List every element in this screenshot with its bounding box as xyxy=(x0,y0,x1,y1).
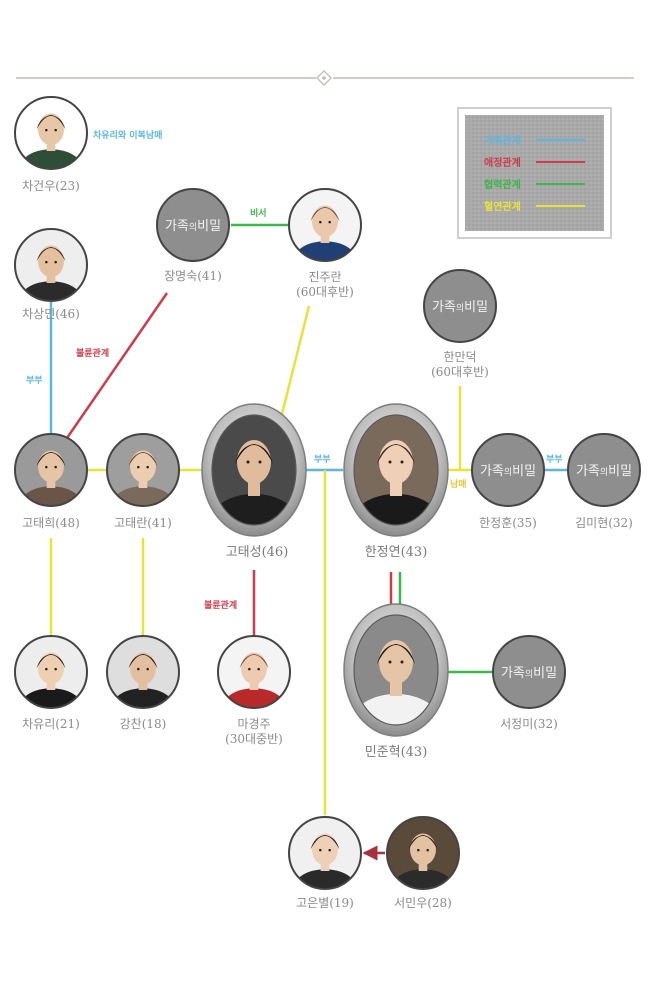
portrait-kang-chan xyxy=(106,635,180,709)
label-affair1: 불륜관계 xyxy=(76,347,109,359)
portrait-go-taeseong xyxy=(201,403,307,537)
name-cha-geonwoo: 차건우(23) xyxy=(22,179,80,193)
portrait-han-jeongyeon xyxy=(343,403,449,537)
name-kim-mihyeon: 김미현(32) xyxy=(575,516,633,530)
name-jin-jumi-age: (60대후반) xyxy=(296,285,354,299)
name-han-mandeok-age: (60대후반) xyxy=(431,365,489,379)
name-labels: 차건우(23) 차상민(46) 장명숙(41) 진주란 (60대후반) 한만덕 … xyxy=(22,179,633,910)
relation-labels: 차유리와 이복남매 부부 불륜관계 비서 부부 남매 부부 불륜관계 xyxy=(26,129,563,611)
placeholder-jang-myeongsuk: 가족의비밀 xyxy=(156,188,230,262)
svg-text:가족의비밀: 가족의비밀 xyxy=(576,464,632,479)
name-cha-yuri: 차유리(21) xyxy=(22,717,80,731)
svg-text:가족의비밀: 가족의비밀 xyxy=(165,219,221,234)
label-secretary: 비서 xyxy=(250,207,267,219)
legend-label: 협력관계 xyxy=(484,178,521,191)
portrait-jin-jumi xyxy=(288,188,362,262)
legend-label: 혈연관계 xyxy=(484,200,521,213)
name-han-jeonghun: 한정훈(35) xyxy=(479,516,537,530)
placeholder-seo-jeongmi: 가족의비밀 xyxy=(492,635,566,709)
legend-label: 애정관계 xyxy=(484,156,521,169)
name-go-taeran: 고태란(41) xyxy=(114,516,172,530)
relation-lines xyxy=(49,223,567,861)
name-seo-minu: 서민우(28) xyxy=(394,896,452,910)
placeholder-kim-mihyeon: 가족의비밀 xyxy=(567,433,641,507)
portrait-min-junhyeok xyxy=(343,603,449,737)
name-cha-sangmin: 차상민(46) xyxy=(22,307,80,321)
name-go-taeseong: 고태성(46) xyxy=(226,545,289,560)
line-affair-myeongsuk-taehee xyxy=(65,292,169,439)
svg-text:가족의비밀: 가족의비밀 xyxy=(501,666,557,681)
name-go-taehee: 고태희(48) xyxy=(22,516,80,530)
name-go-eunbyeol: 고은별(19) xyxy=(296,896,354,910)
line-blood-jumi-taeseong xyxy=(280,305,311,415)
name-jang-myeongsuk: 장명숙(41) xyxy=(164,269,222,283)
portrait-seo-minu xyxy=(386,816,460,890)
portrait-ma-gyeongju xyxy=(217,635,291,709)
placeholder-han-mandeok: 가족의비밀 xyxy=(423,269,497,343)
name-jin-jumi: 진주란 xyxy=(308,270,341,284)
placeholder-han-jeonghun: 가족의비밀 xyxy=(471,433,545,507)
label-affair2: 불륜관계 xyxy=(204,599,237,611)
name-min-junhyeok: 민준혁(43) xyxy=(365,745,428,760)
name-seo-jeongmi: 서정미(32) xyxy=(500,717,558,731)
label-sibling: 남매 xyxy=(450,478,467,490)
label-spouse1: 부부 xyxy=(26,375,43,386)
label-halfsib: 차유리와 이복남매 xyxy=(93,129,162,141)
portrait-cha-geonwoo xyxy=(14,96,88,170)
top-divider xyxy=(16,70,634,86)
legend-label: 가족관계 xyxy=(484,134,521,147)
portrait-go-eunbyeol xyxy=(288,816,362,890)
portrait-go-taehee xyxy=(14,433,88,507)
portrait-cha-yuri xyxy=(14,635,88,709)
name-ma-gyeongju-age: (30대중반) xyxy=(225,732,283,746)
name-han-jeongyeon: 한정연(43) xyxy=(365,545,428,560)
name-han-mandeok: 한만덕 xyxy=(443,350,476,364)
portrait-cha-sangmin xyxy=(14,228,88,302)
svg-text:가족의비밀: 가족의비밀 xyxy=(432,300,488,315)
svg-text:가족의비밀: 가족의비밀 xyxy=(480,464,536,479)
name-ma-gyeongju: 마경주 xyxy=(237,717,270,731)
name-kang-chan: 강찬(18) xyxy=(120,716,167,731)
label-spouse3: 부부 xyxy=(546,454,563,465)
label-spouse2: 부부 xyxy=(314,454,331,465)
portrait-go-taeran xyxy=(106,433,180,507)
